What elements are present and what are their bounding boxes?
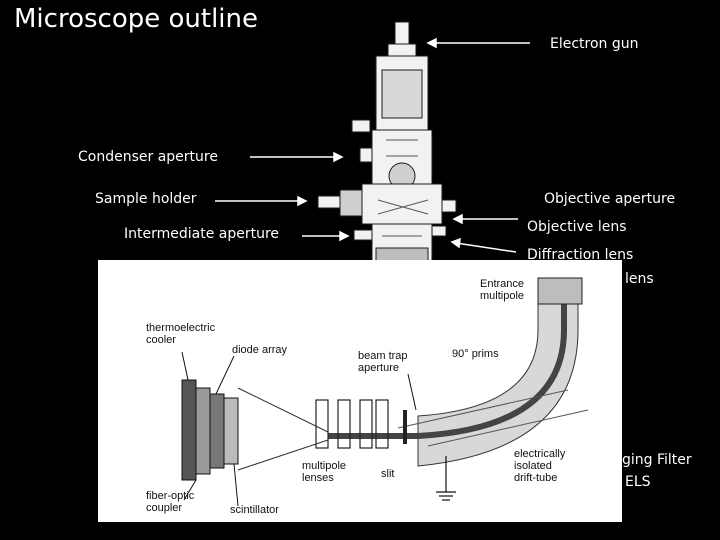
entrance-multipole-box: [537, 277, 583, 305]
label-objective-aperture: Objective aperture: [544, 191, 676, 207]
label-sample-holder: Sample holder: [95, 191, 197, 207]
label-drift-tube: electrically isolated drift-tube: [514, 448, 566, 484]
label-diffraction-lens: Diffraction lens: [527, 247, 634, 263]
label-fiber-optic-coupler: fiber-optic coupler: [146, 490, 195, 514]
diode-array-block: [209, 393, 225, 469]
label-scintillator: scintillator: [230, 504, 279, 516]
imaging-filter-inset: Entrance multipole thermoelectric cooler…: [98, 260, 622, 522]
beam-path: [328, 280, 567, 439]
label-eels-fragment: ELS: [625, 474, 651, 490]
magnetic-prism: [417, 289, 579, 467]
label-intermediate-aperture: Intermediate aperture: [124, 226, 280, 242]
label-electron-gun: Electron gun: [550, 36, 639, 52]
label-objective-lens: Objective lens: [527, 219, 627, 235]
thermoelectric-cooler-block: [181, 379, 197, 481]
label-entrance-multipole: Entrance multipole: [480, 278, 525, 302]
label-imaging-filter-fragment: ging Filter: [622, 452, 692, 468]
label-condenser-aperture: Condenser aperture: [78, 149, 218, 165]
label-arrows: [215, 37, 530, 253]
scintillator-block: [223, 397, 239, 465]
microscope-column: [317, 21, 457, 263]
slide-title: Microscope outline: [14, 4, 258, 34]
fiber-optic-coupler-block: [195, 387, 211, 475]
label-beam-trap-aperture: beam trap aperture: [358, 350, 408, 374]
label-thermoelectric-cooler: thermoelectric cooler: [146, 322, 216, 346]
label-diode-array: diode array: [232, 344, 288, 356]
label-projector-lens-fragment: lens: [625, 271, 654, 287]
slit-marker: [403, 410, 407, 444]
imaging-filter-schematic: [181, 277, 589, 507]
multipole-lens-stack: [315, 399, 389, 449]
label-90-prism: 90° prims: [452, 348, 499, 360]
column-detail-lines: [377, 139, 429, 237]
label-multipole-lenses: multipole lenses: [302, 460, 347, 484]
label-slit: slit: [381, 468, 395, 480]
ground-symbol: [436, 456, 456, 501]
